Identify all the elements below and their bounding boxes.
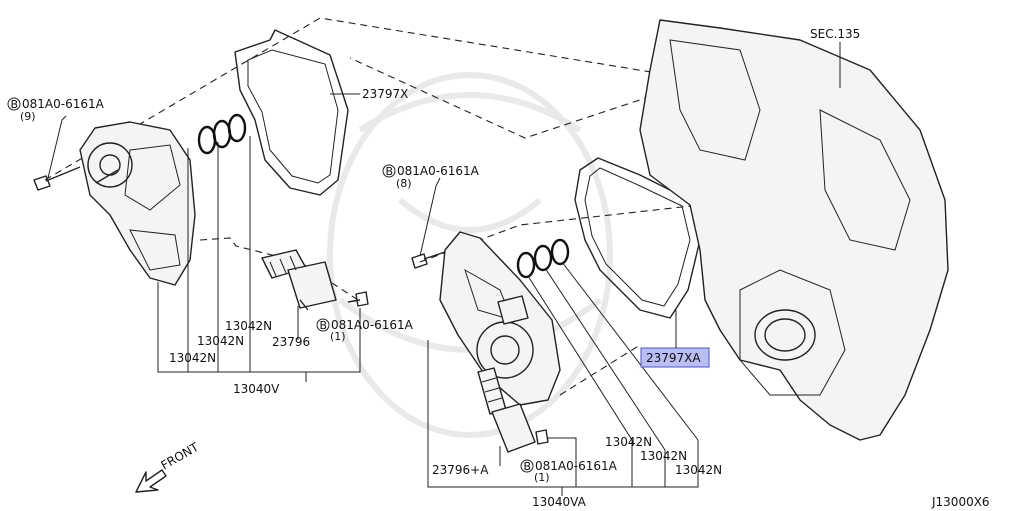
right-assembly-callouts: 13042N 13042N 13042N 23796+A 13040VA B 0… bbox=[427, 261, 722, 509]
bolt-valve-left bbox=[347, 291, 369, 307]
o-rings-left bbox=[197, 113, 247, 155]
diagram-id: J13000X6 bbox=[931, 495, 990, 509]
bolt-valve-left-qty-label: (1) bbox=[330, 330, 346, 343]
seal-b2-label: 13042N bbox=[640, 449, 687, 463]
front-label: FRONT bbox=[159, 440, 202, 473]
bolt-valve-right-qty-label: (1) bbox=[534, 471, 550, 484]
bolt-middle-qty-label: (8) bbox=[396, 177, 412, 190]
gasket-lower-callout: 23797XA bbox=[640, 310, 710, 368]
asm-right-label: 13040VA bbox=[532, 495, 587, 509]
watermark-emblem bbox=[327, 72, 613, 438]
bolt-valve-left-part-label: 081A0-6161A bbox=[331, 318, 414, 332]
control-valve-left bbox=[261, 249, 337, 311]
valve-left-label: 23796 bbox=[272, 335, 310, 349]
gasket-lower-label: 23797XA bbox=[646, 351, 701, 365]
asm-left-label: 13040V bbox=[233, 382, 280, 396]
bolt-mark-3: B bbox=[320, 319, 328, 332]
bolt-middle-callout: B 081A0-6161A (8) bbox=[382, 164, 480, 257]
bolt-valve-right bbox=[535, 429, 549, 445]
gasket-upper-label: 23797X bbox=[362, 87, 408, 101]
bolt-mark-4: B bbox=[524, 460, 532, 473]
bolt-middle-part-label: 081A0-6161A bbox=[397, 164, 480, 178]
center-cover-assembly bbox=[439, 231, 561, 406]
control-valve-right bbox=[477, 367, 536, 453]
left-cover-assembly bbox=[79, 121, 196, 286]
bolt-mark-2: B bbox=[386, 165, 394, 178]
o-rings-center bbox=[516, 238, 570, 279]
gasket-lower-highlight bbox=[640, 347, 710, 368]
seal-a2-label: 13042N bbox=[197, 334, 244, 348]
seal-a3-label: 13042N bbox=[169, 351, 216, 365]
main-front-cover bbox=[639, 19, 949, 441]
seal-a1-label: 13042N bbox=[225, 319, 272, 333]
front-indicator: FRONT bbox=[135, 440, 202, 493]
seal-b3-label: 13042N bbox=[675, 463, 722, 477]
gasket-lower bbox=[574, 157, 701, 319]
bolt-left-top-qty-label: (9) bbox=[20, 110, 36, 123]
left-assembly-callouts: 13042N 13042N 13042N 23796 13040V B 081A… bbox=[157, 136, 414, 396]
bolt-middle bbox=[411, 251, 446, 269]
bolt-left-top bbox=[33, 166, 81, 191]
bolt-mark-1: B bbox=[11, 98, 19, 111]
front-arrow-icon bbox=[135, 469, 167, 493]
seal-b1-label: 13042N bbox=[605, 435, 652, 449]
bolt-valve-right-part-label: 081A0-6161A bbox=[535, 459, 618, 473]
bolt-left-top-part-label: 081A0-6161A bbox=[22, 97, 105, 111]
valve-right-label: 23796+A bbox=[432, 463, 489, 477]
gasket-upper bbox=[234, 29, 349, 196]
sec-label: SEC.135 bbox=[810, 27, 860, 41]
bolt-left-top-callout: B 081A0-6161A (9) bbox=[7, 97, 105, 179]
assembly-guide-lines bbox=[44, 17, 701, 396]
